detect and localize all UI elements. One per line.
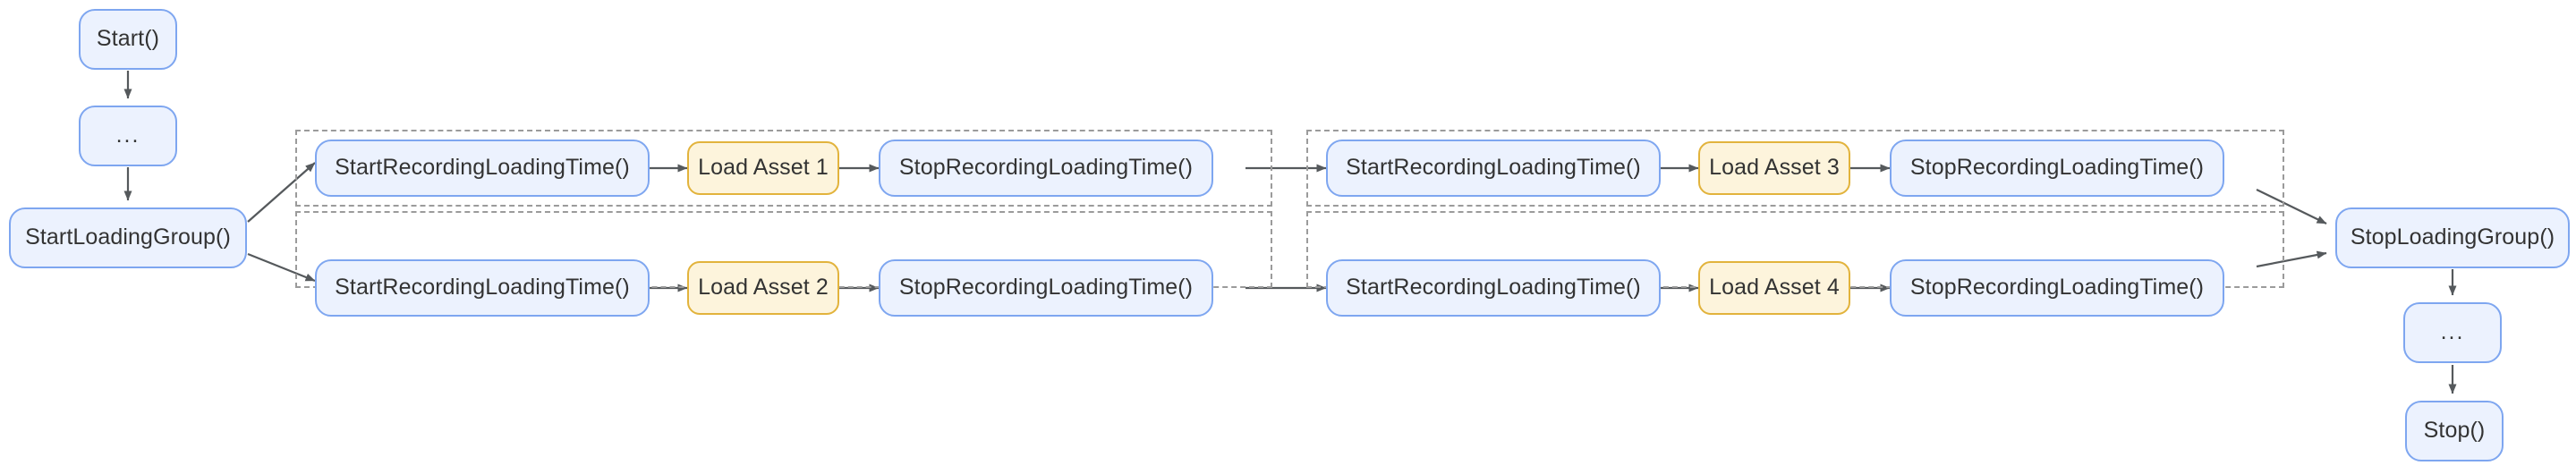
node-g2-l2-start-recording[interactable]: StartRecordingLoadingTime() <box>1326 259 1661 317</box>
node-post-ellipsis-label: ... <box>2440 319 2465 345</box>
node-g1-l2-start-recording-label: StartRecordingLoadingTime() <box>335 275 630 300</box>
node-g2-l2-load-asset-label: Load Asset 4 <box>1709 275 1840 300</box>
node-g1-l2-start-recording[interactable]: StartRecordingLoadingTime() <box>315 259 650 317</box>
node-start[interactable]: Start() <box>79 9 177 70</box>
node-g1-l1-start-recording[interactable]: StartRecordingLoadingTime() <box>315 140 650 197</box>
node-g2-l2-stop-recording[interactable]: StopRecordingLoadingTime() <box>1890 259 2224 317</box>
node-g2-l1-load-asset-label: Load Asset 3 <box>1709 155 1840 181</box>
node-start-loading-group-label: StartLoadingGroup() <box>25 224 231 250</box>
node-g2-l1-stop-recording[interactable]: StopRecordingLoadingTime() <box>1890 140 2224 197</box>
node-post-ellipsis[interactable]: ... <box>2403 302 2502 363</box>
group-2-lane-1-box <box>1306 130 2284 207</box>
node-stop-label: Stop() <box>2423 418 2486 444</box>
node-g2-l1-load-asset[interactable]: Load Asset 3 <box>1698 141 1850 195</box>
node-g1-l2-stop-recording-label: StopRecordingLoadingTime() <box>898 275 1194 300</box>
node-pre-ellipsis[interactable]: ... <box>79 106 177 166</box>
node-stop[interactable]: Stop() <box>2405 401 2504 461</box>
node-g2-l2-stop-recording-label: StopRecordingLoadingTime() <box>1909 275 2205 300</box>
node-g1-l1-start-recording-label: StartRecordingLoadingTime() <box>335 155 630 181</box>
node-g2-l2-load-asset[interactable]: Load Asset 4 <box>1698 261 1850 315</box>
node-start-loading-group[interactable]: StartLoadingGroup() <box>9 207 247 268</box>
node-g1-l2-load-asset-label: Load Asset 2 <box>698 275 829 300</box>
node-g2-l1-start-recording-label: StartRecordingLoadingTime() <box>1346 155 1641 181</box>
node-g2-l1-stop-recording-label: StopRecordingLoadingTime() <box>1909 155 2205 181</box>
node-g1-l1-stop-recording[interactable]: StopRecordingLoadingTime() <box>879 140 1213 197</box>
node-g2-l2-start-recording-label: StartRecordingLoadingTime() <box>1346 275 1641 300</box>
node-g2-l1-start-recording[interactable]: StartRecordingLoadingTime() <box>1326 140 1661 197</box>
group-1-lane-1-box <box>295 130 1272 207</box>
node-stop-loading-group-label: StopLoadingGroup() <box>2350 224 2555 250</box>
node-g1-l2-stop-recording[interactable]: StopRecordingLoadingTime() <box>879 259 1213 317</box>
node-g1-l1-stop-recording-label: StopRecordingLoadingTime() <box>898 155 1194 181</box>
node-pre-ellipsis-label: ... <box>115 123 140 148</box>
node-g1-l1-load-asset[interactable]: Load Asset 1 <box>687 141 839 195</box>
node-start-label: Start() <box>96 26 160 52</box>
node-g1-l1-load-asset-label: Load Asset 1 <box>698 155 829 181</box>
node-g1-l2-load-asset[interactable]: Load Asset 2 <box>687 261 839 315</box>
node-stop-loading-group[interactable]: StopLoadingGroup() <box>2335 207 2570 268</box>
